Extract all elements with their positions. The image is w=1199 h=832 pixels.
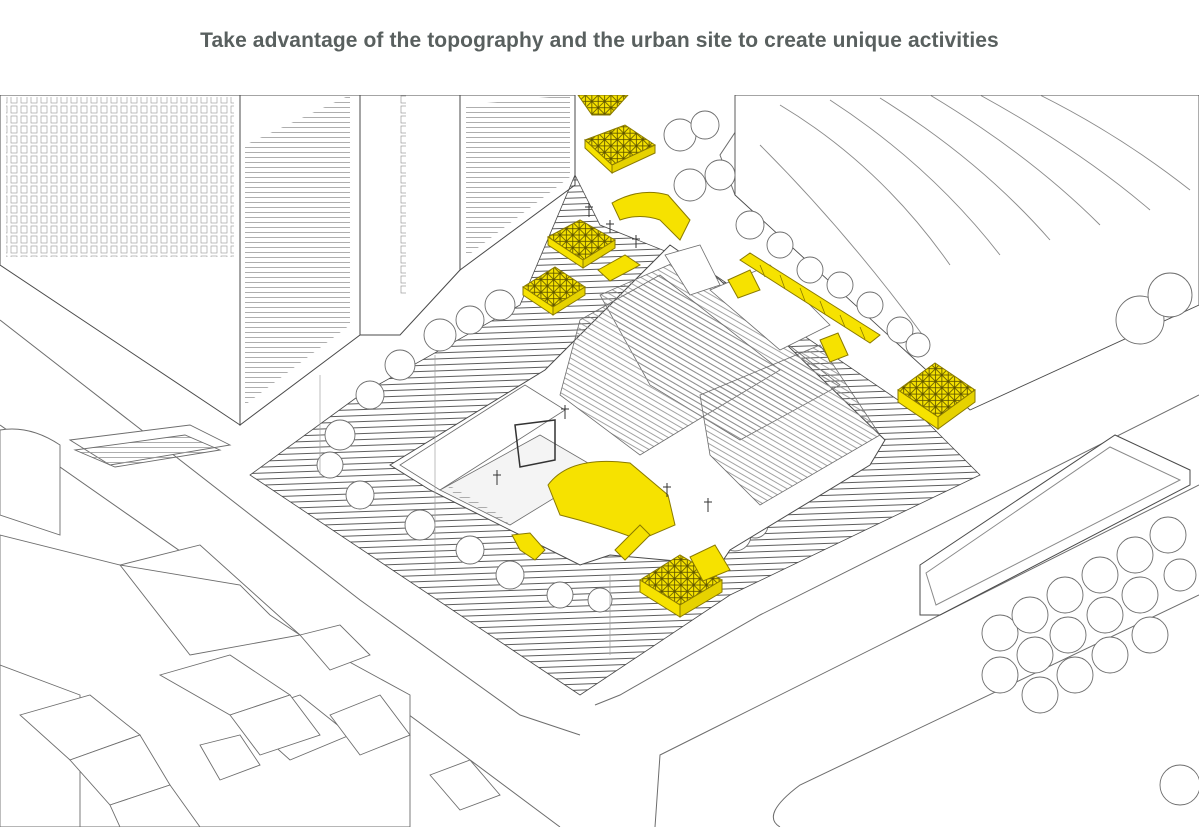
pavilion-1 (584, 124, 657, 166)
tower-left (0, 94, 361, 426)
bench-block-3 (819, 332, 849, 363)
bottom-left-blocks (0, 424, 501, 828)
diagram-title: Take advantage of the topography and the… (200, 29, 999, 52)
bench-strip (739, 252, 881, 344)
trees-right (981, 272, 1199, 806)
leader-lines (319, 355, 611, 655)
figures (493, 203, 712, 512)
axonometric-site-diagram (0, 94, 1199, 828)
pavilion-top (577, 94, 630, 116)
curved-roof-building (734, 94, 1199, 411)
central-canopy (547, 460, 676, 541)
bridge-stair (611, 191, 691, 241)
main-building (389, 244, 886, 566)
canopy-stair (614, 524, 651, 561)
tower-middle (359, 94, 576, 336)
bench-block-1 (597, 254, 641, 282)
bench-block-2 (727, 269, 761, 299)
site-drawing (0, 94, 1199, 828)
bottom-right-building (919, 434, 1191, 616)
small-ramp (511, 532, 546, 561)
yellow-pavilions (511, 94, 976, 618)
bench-block-4 (689, 544, 731, 582)
